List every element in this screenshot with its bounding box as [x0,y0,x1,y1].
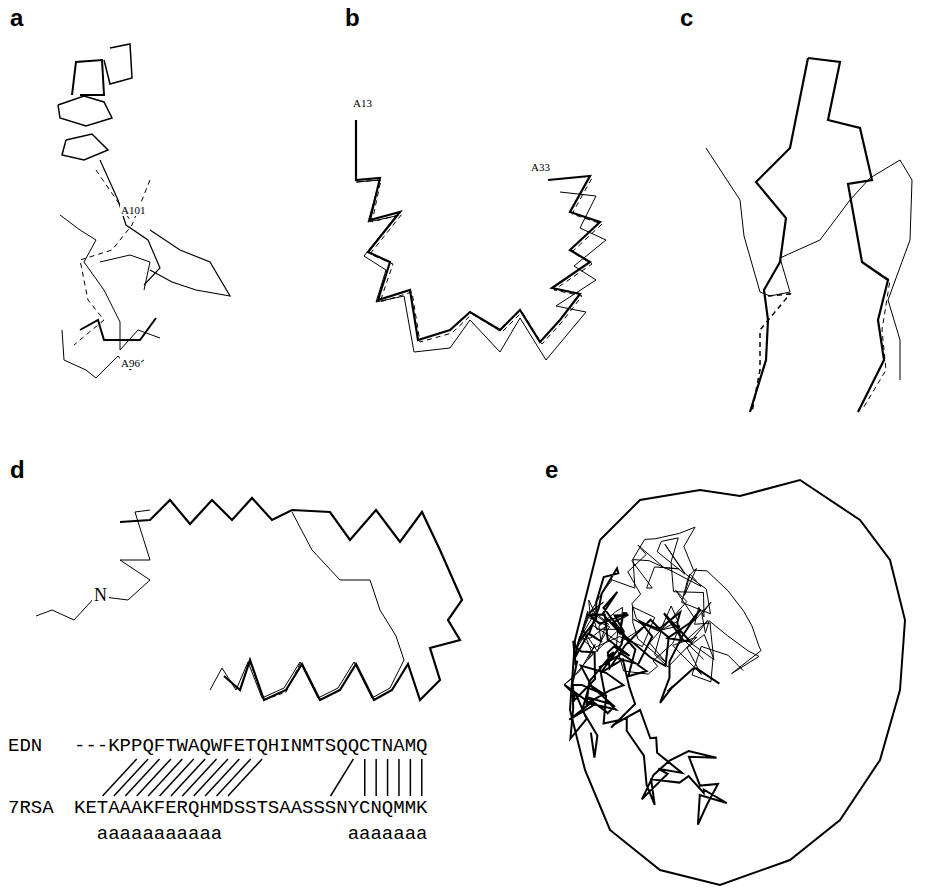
residue-label: A33 [530,162,551,173]
panel-letter: b [345,6,360,30]
sequence-name: 7RSA [8,799,54,818]
helix-marker: aaaaaaaaaaa [97,825,222,844]
alignment-line [228,759,262,796]
panel-letter: a [10,6,23,30]
panel-b-trace [356,120,606,360]
chain-trace [564,527,761,685]
alignment-line [421,759,423,796]
panel-e-trace [564,480,905,885]
panel-letter: d [10,458,25,482]
panel-letter: e [545,458,558,482]
sequence-text: KETAAAKFERQHMDSSTSAASSSNYCNQMMK [74,799,427,818]
chain-trace [565,568,727,824]
residue-label: A96 [120,358,141,369]
terminus-label: N [92,586,109,604]
panel-a-trace [58,44,230,378]
alignment-line [364,759,366,796]
sequence-text: ---KPPQFTWAQWFETQHINMTSQQCTNAMQ [74,737,427,756]
alignment-line [375,759,377,796]
alignment-line [331,759,354,796]
alignment-line [387,759,389,796]
alignment-line [410,759,412,796]
residue-label: A101 [120,205,146,216]
panel-c-trace [706,58,912,412]
alignment-line [398,759,400,796]
residue-label: A13 [352,98,373,109]
sequence-name: EDN [8,737,42,756]
panel-d-trace [36,498,462,700]
panel-letter: c [680,6,693,30]
helix-marker: aaaaaaa [348,825,428,844]
